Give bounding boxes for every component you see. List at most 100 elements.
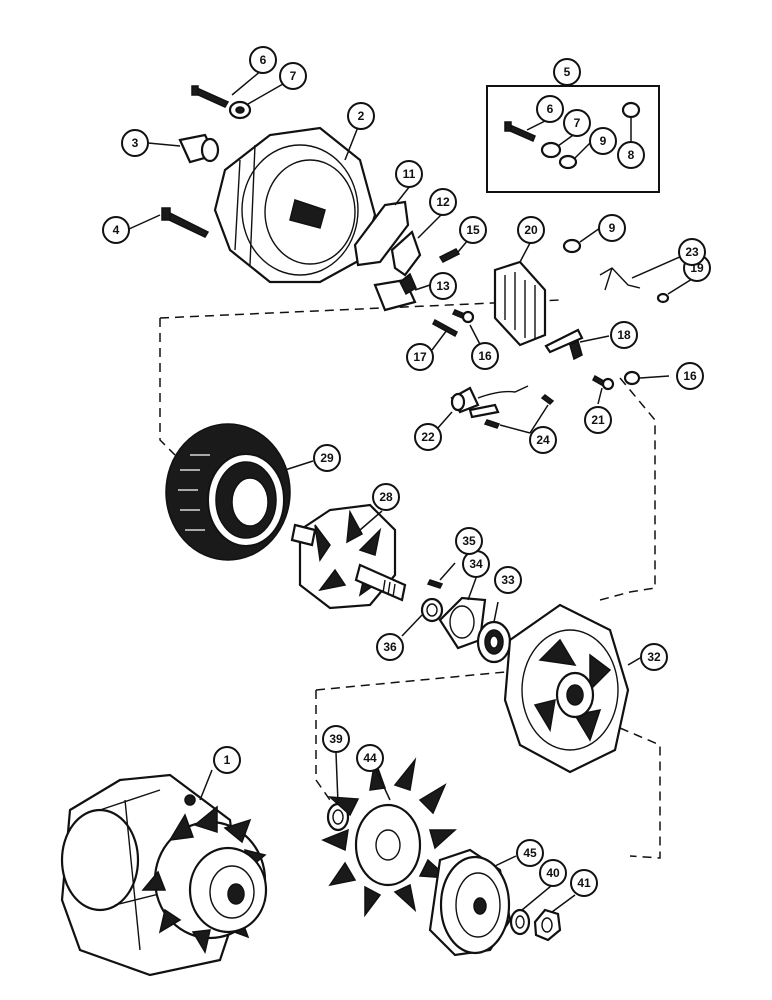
svg-text:11: 11 (403, 167, 416, 181)
terminal-bolt (191, 85, 230, 108)
svg-text:20: 20 (524, 223, 538, 237)
hex-nut (562, 238, 582, 254)
callout-21: 21 (584, 406, 612, 434)
alternator-assembly (60, 773, 268, 977)
callout-36: 36 (376, 633, 404, 661)
kit-lock-nut (558, 154, 578, 170)
svg-text:41: 41 (577, 876, 591, 890)
callout-32: 32 (640, 643, 668, 671)
callout-6-kit: 6 (536, 95, 564, 123)
svg-text:33: 33 (501, 573, 515, 587)
svg-text:3: 3 (132, 136, 139, 150)
svg-text:39: 39 (329, 732, 343, 746)
callout-17: 17 (406, 343, 434, 371)
kit-cap-nut (621, 101, 641, 119)
svg-text:1: 1 (224, 753, 231, 767)
diode-connector (544, 328, 584, 361)
callout-9: 9 (598, 214, 626, 242)
callout-33: 33 (494, 566, 522, 594)
slip-ring-end-housing (213, 126, 377, 284)
callout-2: 2 (347, 102, 375, 130)
small-nut (656, 292, 670, 304)
pulley (428, 848, 512, 957)
svg-text:8: 8 (628, 148, 635, 162)
callout-44: 44 (356, 744, 384, 772)
callout-45: 45 (516, 839, 544, 867)
callout-28: 28 (372, 483, 400, 511)
svg-text:29: 29 (320, 451, 334, 465)
callout-23: 23 (678, 238, 706, 266)
callout-16-lower: 16 (676, 362, 704, 390)
callout-24: 24 (529, 426, 557, 454)
callout-5: 5 (553, 58, 581, 86)
svg-text:13: 13 (436, 279, 450, 293)
svg-text:23: 23 (685, 245, 699, 259)
callout-1: 1 (213, 746, 241, 774)
capacitor (450, 385, 529, 419)
svg-text:4: 4 (113, 223, 120, 237)
screw-15 (438, 248, 461, 263)
svg-text:34: 34 (469, 557, 483, 571)
fan (321, 757, 457, 918)
stator (165, 423, 291, 561)
svg-text:7: 7 (574, 116, 581, 130)
callout-13: 13 (429, 272, 457, 300)
svg-text:18: 18 (617, 328, 631, 342)
svg-text:5: 5 (564, 65, 571, 79)
callout-7-kit: 7 (563, 109, 591, 137)
callout-3: 3 (121, 129, 149, 157)
svg-text:40: 40 (546, 866, 560, 880)
bearing-retainer-plate (438, 596, 487, 650)
svg-text:32: 32 (647, 650, 661, 664)
insulator-washer (623, 370, 641, 386)
regulator-bracket (390, 230, 422, 277)
callout-7-top: 7 (279, 62, 307, 90)
screw-24-b (540, 394, 555, 405)
svg-text:2: 2 (358, 109, 365, 123)
callout-34: 34 (462, 550, 490, 578)
svg-text:12: 12 (436, 195, 450, 209)
rotor (290, 503, 407, 610)
svg-text:35: 35 (462, 534, 476, 548)
svg-text:22: 22 (421, 430, 435, 444)
through-bolt (161, 207, 210, 238)
svg-text:36: 36 (383, 640, 397, 654)
svg-text:45: 45 (523, 846, 537, 860)
svg-text:9: 9 (600, 134, 607, 148)
svg-text:28: 28 (379, 490, 393, 504)
callout-41: 41 (570, 869, 598, 897)
svg-text:21: 21 (591, 413, 605, 427)
callout-4: 4 (102, 216, 130, 244)
terminal-stud (592, 374, 615, 391)
callout-12: 12 (429, 188, 457, 216)
leader-lines (128, 69, 693, 913)
callout-16-upper: 16 (471, 342, 499, 370)
callout-9-kit: 9 (589, 127, 617, 155)
callout-40: 40 (539, 859, 567, 887)
screw-16-upper (451, 309, 475, 324)
terminal-nut (228, 100, 252, 120)
callout-39: 39 (322, 725, 350, 753)
svg-text:24: 24 (536, 433, 550, 447)
callout-6-top: 6 (249, 46, 277, 74)
ground-strap (599, 267, 641, 291)
rectifier-bridge (493, 260, 547, 347)
bearing (476, 620, 512, 664)
brush-holder (373, 272, 417, 312)
svg-text:44: 44 (363, 751, 377, 765)
screw-17 (432, 318, 458, 338)
screw-24-a (483, 419, 501, 429)
drive-end-housing (503, 603, 630, 774)
callout-11: 11 (395, 160, 423, 188)
svg-text:16: 16 (683, 369, 697, 383)
svg-text:6: 6 (260, 53, 267, 67)
svg-text:16: 16 (478, 349, 492, 363)
svg-text:6: 6 (547, 102, 554, 116)
kit-nut (540, 141, 562, 159)
callout-22: 22 (414, 423, 442, 451)
brush-holder-plate (353, 200, 410, 267)
callout-15: 15 (459, 216, 487, 244)
screw-35 (426, 579, 444, 589)
